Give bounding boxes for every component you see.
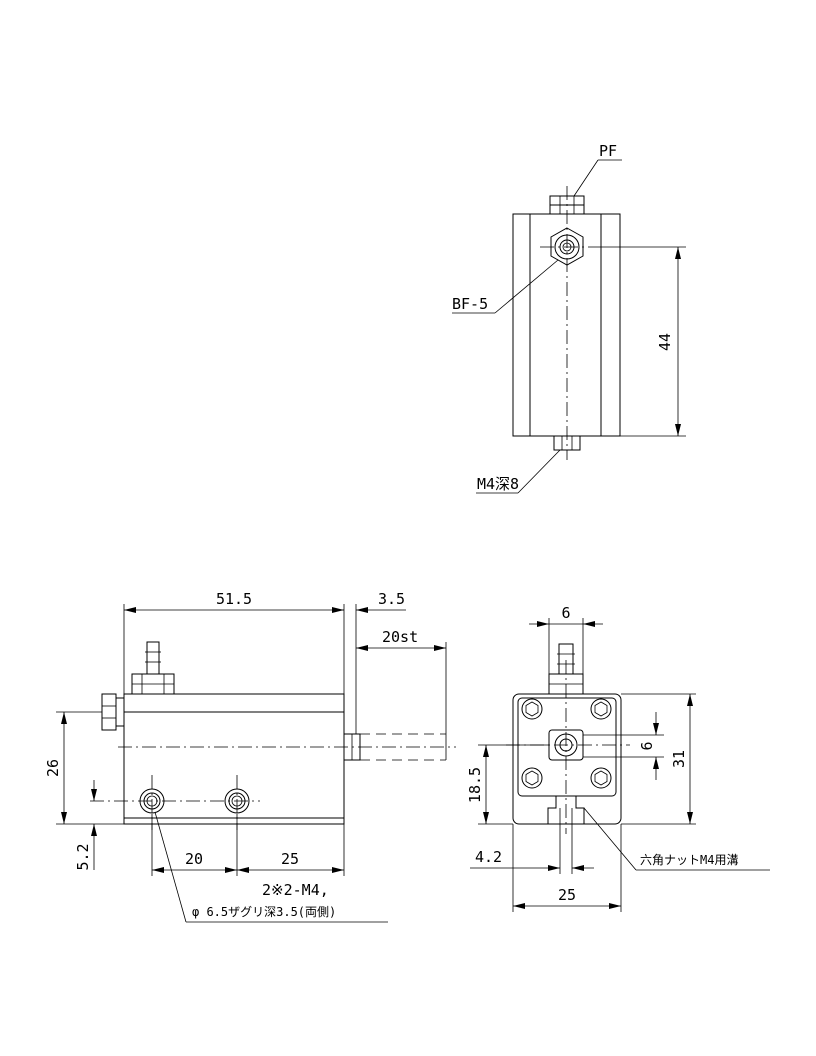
end-view: 6 6 31 18.5 4.2 25	[466, 604, 770, 912]
side-view: 51.5 3.5 20st 26 5.2 20 25	[44, 590, 456, 923]
corner-bolt-bl	[521, 767, 543, 789]
corner-bolt-tl	[521, 698, 543, 720]
dim-26: 26	[44, 759, 62, 777]
dim-4-2: 4.2	[475, 848, 502, 866]
dim-3-5: 3.5	[378, 590, 405, 608]
corner-bolt-tr	[590, 698, 612, 720]
dim-51-5: 51.5	[216, 590, 252, 608]
dim-20: 20	[185, 850, 203, 868]
hole-note-line1: 2※2-M4,	[262, 881, 329, 899]
dim-25: 25	[281, 850, 299, 868]
corner-bolt-br	[590, 767, 612, 789]
nut-slot	[547, 795, 585, 824]
dim-31: 31	[670, 750, 688, 768]
dim-25-end: 25	[558, 886, 576, 904]
dim-6-top: 6	[561, 604, 570, 622]
dim-6-right: 6	[638, 741, 656, 750]
label-nut-slot: 六角ナットM4用溝	[640, 853, 738, 867]
dim-5-2: 5.2	[74, 843, 92, 870]
hole-note-line2: φ 6.5ザグリ深3.5(両側)	[192, 905, 336, 919]
top-view: 44 PF BF-5 M4深8	[452, 142, 686, 494]
label-bf5: BF-5	[452, 295, 488, 313]
label-m4-depth: M4深8	[477, 475, 519, 493]
label-pf: PF	[599, 142, 617, 160]
dim-20st: 20st	[382, 628, 418, 646]
dim-18-5: 18.5	[466, 767, 484, 803]
side-left-fitting	[101, 693, 117, 731]
dim-44: 44	[656, 333, 674, 351]
